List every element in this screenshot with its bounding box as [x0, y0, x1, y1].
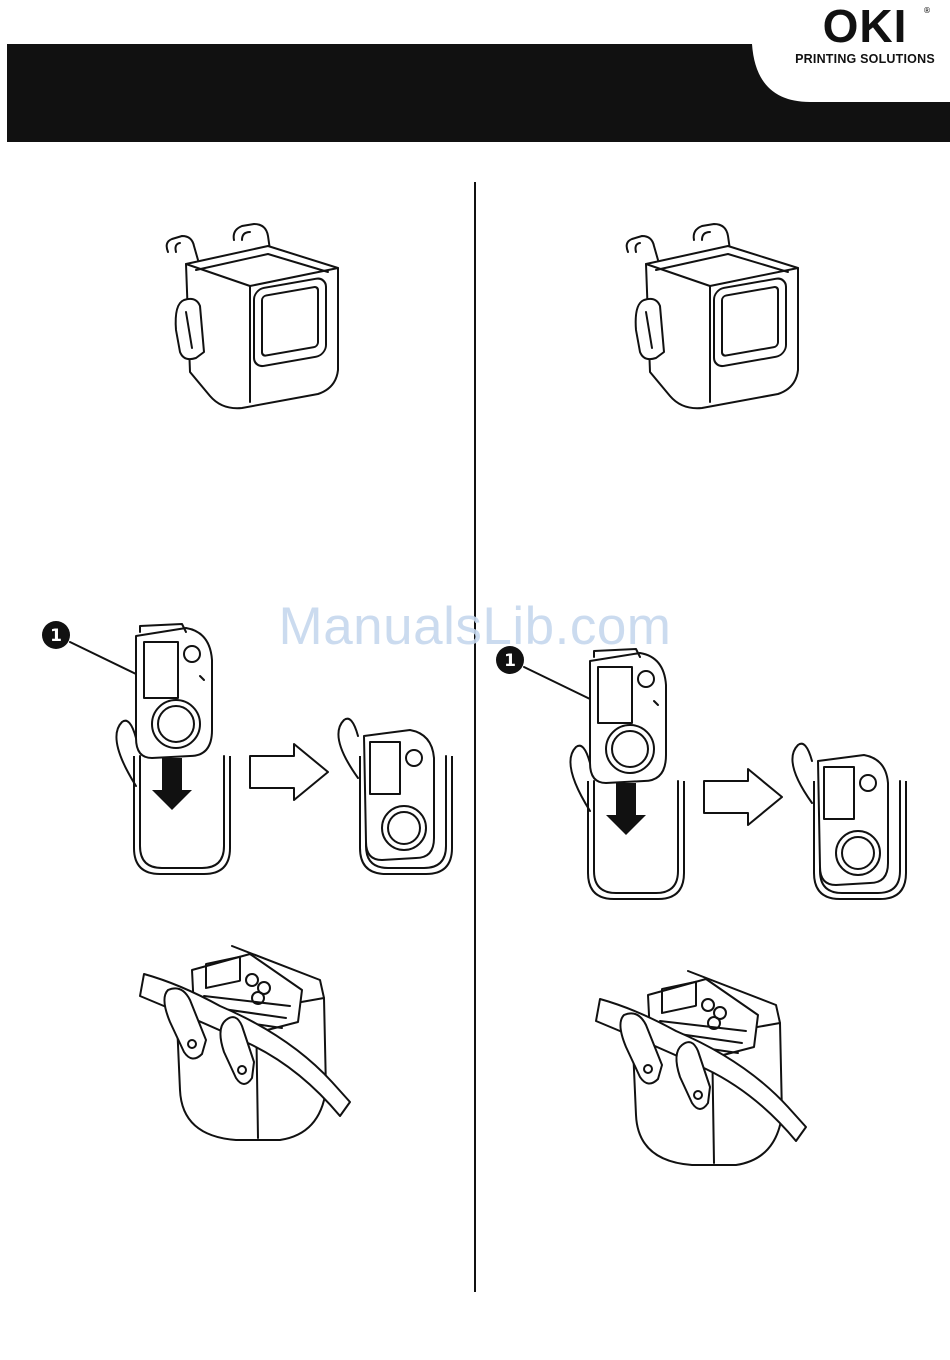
callout-number-left: 1 — [50, 626, 62, 646]
registered-mark: ® — [923, 6, 931, 15]
brand-tagline: PRINTING SOLUTIONS — [790, 52, 940, 66]
carry-case-illustration-right — [610, 212, 810, 412]
oki-logo: OKI — [790, 2, 940, 50]
callout-number-right: 1 — [504, 651, 516, 671]
belt-attachment-illustration-left — [140, 940, 360, 1145]
carry-case-illustration-left — [150, 212, 350, 412]
column-divider — [474, 182, 476, 1292]
insert-printer-illustration-right: 1 — [494, 643, 924, 913]
belt-attachment-illustration-right — [596, 965, 816, 1170]
insert-printer-illustration-left: 1 — [40, 618, 470, 888]
